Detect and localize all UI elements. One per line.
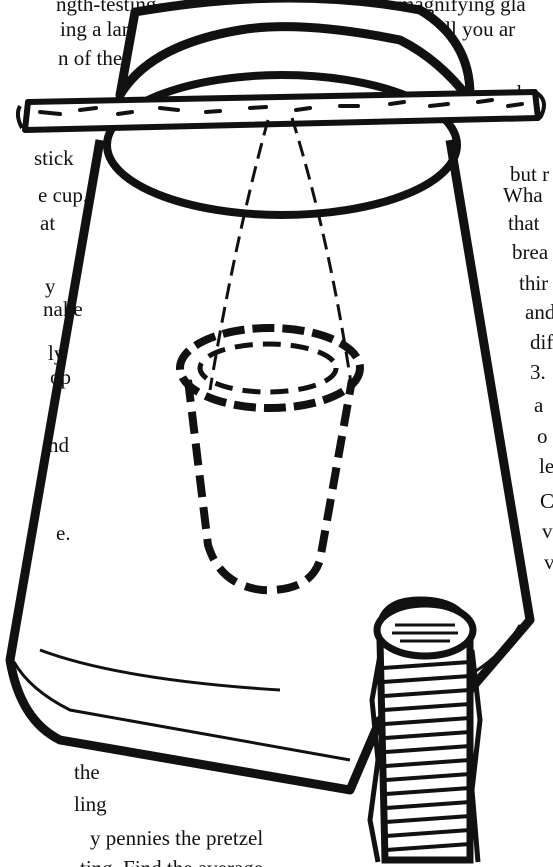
pretzel-stick-icon — [18, 92, 544, 130]
string-icon — [210, 118, 352, 390]
small-cup-icon — [180, 328, 360, 590]
penny-stack-icon — [370, 600, 480, 862]
